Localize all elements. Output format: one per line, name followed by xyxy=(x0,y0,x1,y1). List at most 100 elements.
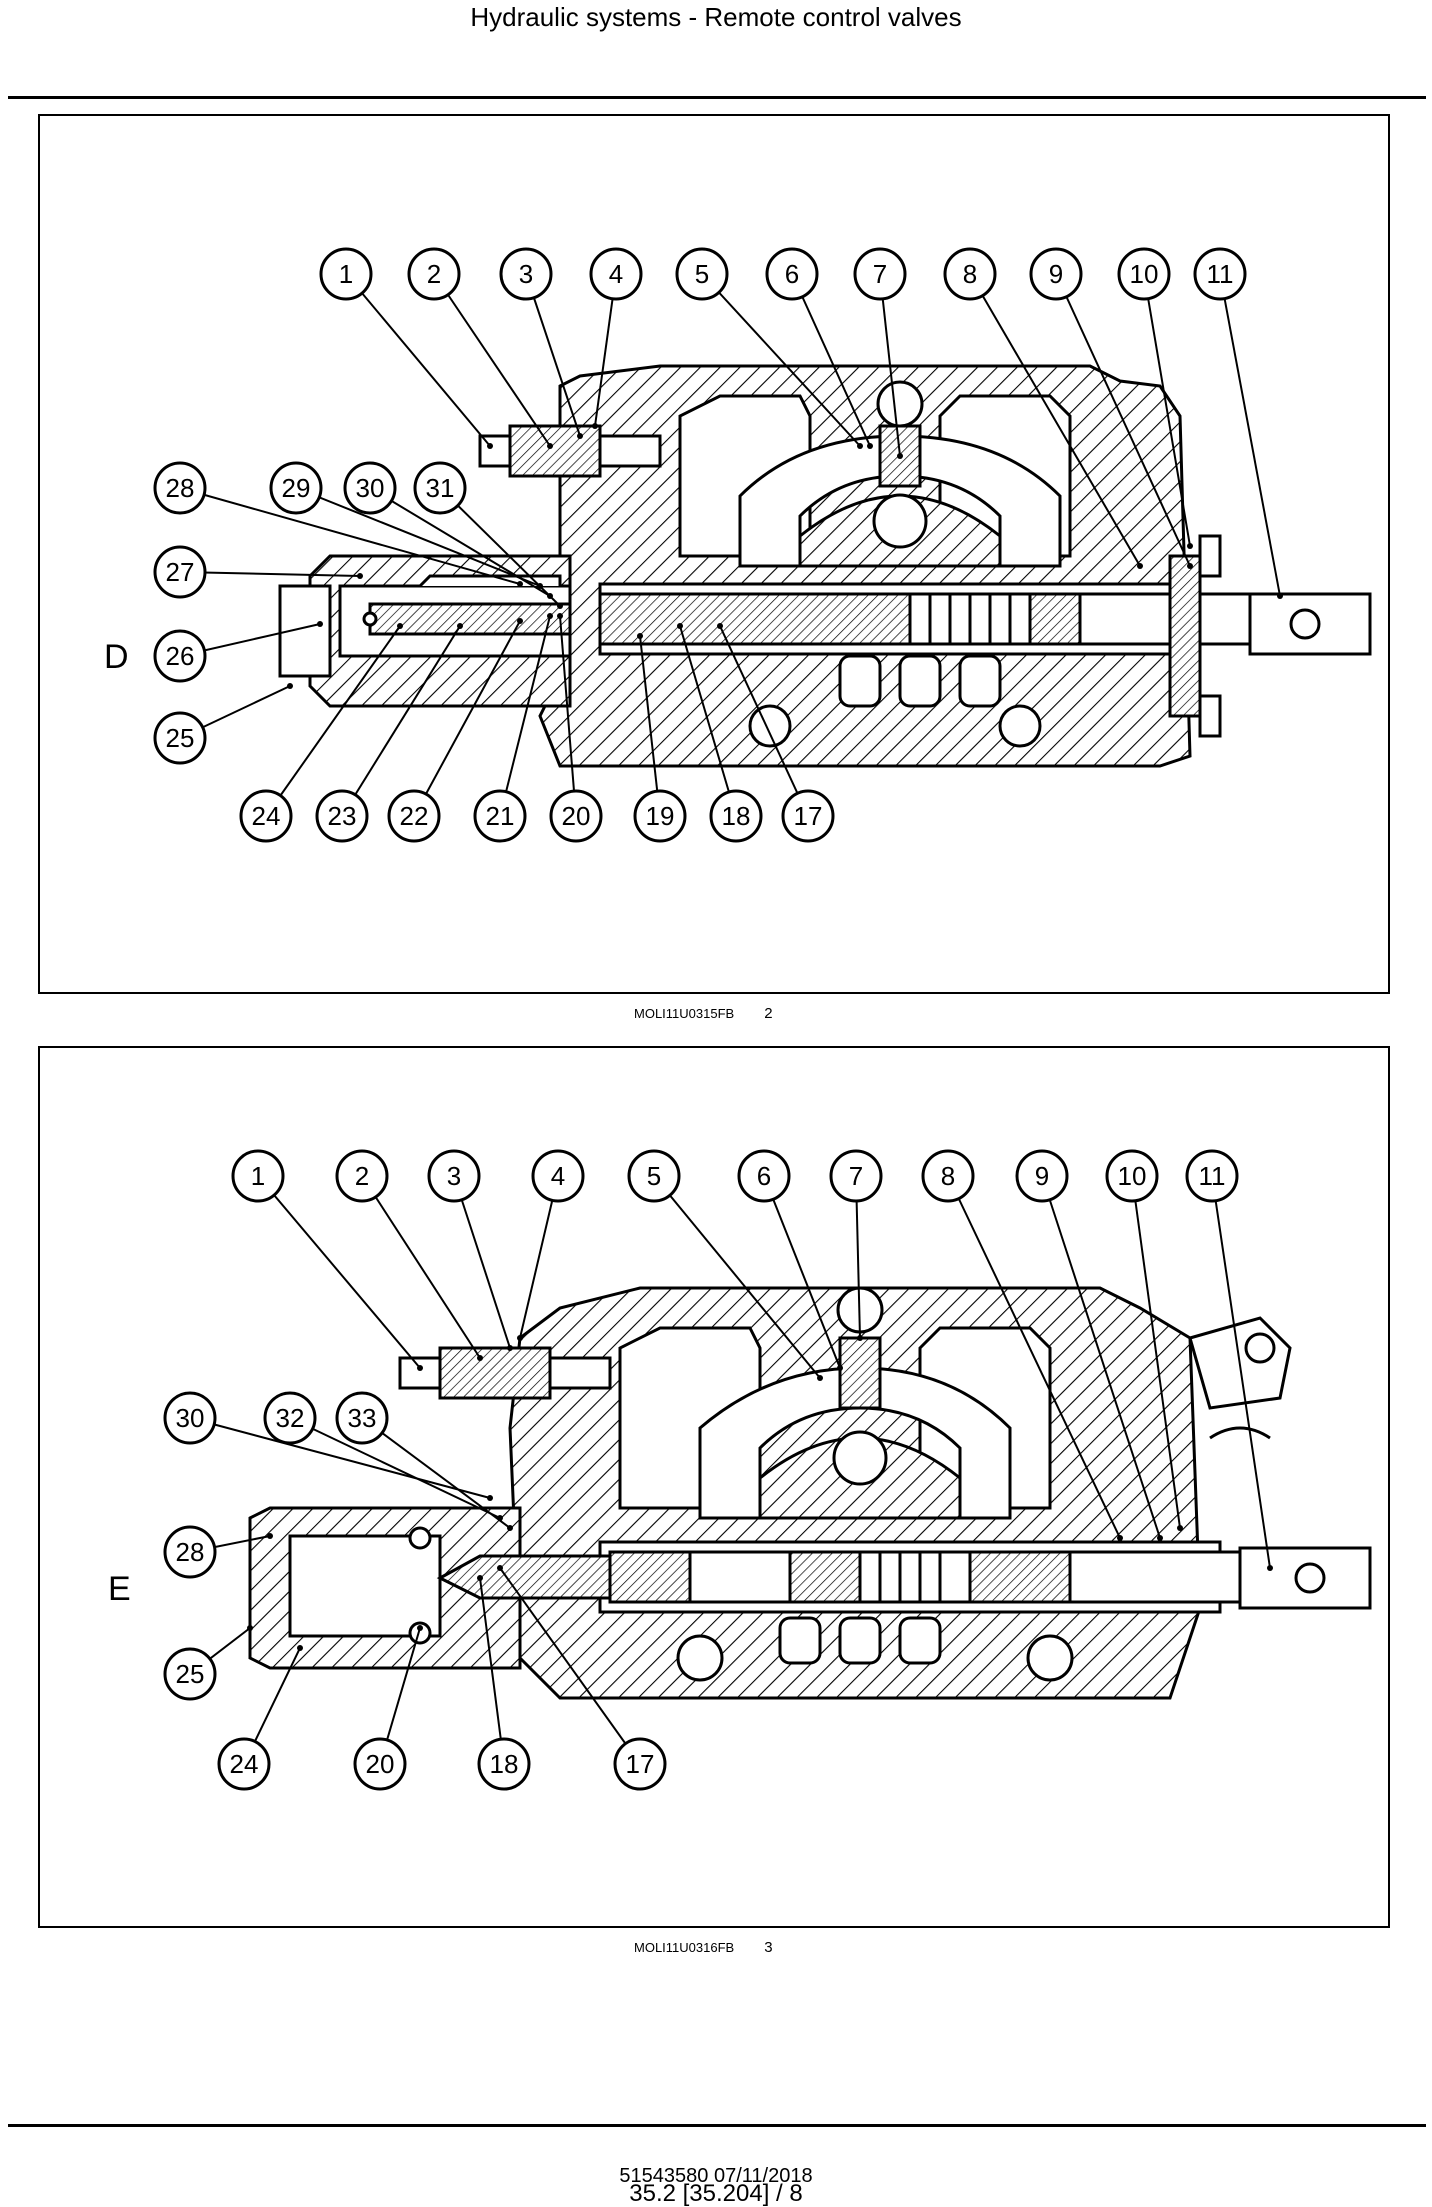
callout-label: 2 xyxy=(427,259,441,289)
callout-label: 20 xyxy=(366,1749,395,1779)
callout-label: 3 xyxy=(519,259,533,289)
callout-bottom-23: 23 xyxy=(315,623,463,843)
callout-label: 4 xyxy=(609,259,623,289)
callout-top-1: 1 xyxy=(231,1149,423,1371)
callout-label: 6 xyxy=(785,259,799,289)
callout-label: 4 xyxy=(551,1161,565,1191)
callout-label: 8 xyxy=(963,259,977,289)
callout-label: 24 xyxy=(230,1749,259,1779)
callout-mid-29: 29 xyxy=(269,461,543,589)
callout-label: 17 xyxy=(794,801,823,831)
callout-label: 9 xyxy=(1035,1161,1049,1191)
callout-top-2: 2 xyxy=(335,1149,483,1361)
callout-mid-32: 32 xyxy=(263,1391,503,1521)
callout-mid-31: 31 xyxy=(413,461,563,609)
callout-bottom-24: 24 xyxy=(217,1645,303,1791)
page-header: Hydraulic systems - Remote control valve… xyxy=(470,2,962,32)
figure-2-image-code: MOLI11U0315FB xyxy=(634,1006,735,1021)
callout-label: 6 xyxy=(757,1161,771,1191)
callout-top-6: 6 xyxy=(737,1149,843,1371)
callout-top-2: 2 xyxy=(407,247,553,449)
callout-label: 7 xyxy=(849,1161,863,1191)
figure-3-number: 3 xyxy=(764,1939,773,1956)
callout-top-1: 1 xyxy=(319,247,493,449)
callout-top-5: 5 xyxy=(675,247,863,449)
callout-top-3: 3 xyxy=(499,247,583,439)
callout-bottom-18: 18 xyxy=(477,1575,531,1791)
callout-left-28: 28 xyxy=(163,1525,273,1579)
callout-label: 23 xyxy=(328,801,357,831)
callout-bottom-20: 20 xyxy=(353,1625,423,1791)
callout-bottom-17: 17 xyxy=(497,1565,667,1791)
callout-top-10: 10 xyxy=(1105,1149,1183,1531)
callout-top-8: 8 xyxy=(921,1149,1123,1541)
callout-label: 17 xyxy=(626,1749,655,1779)
callout-label: 32 xyxy=(276,1403,305,1433)
callout-bottom-21: 21 xyxy=(473,613,553,843)
header-divider xyxy=(8,96,1426,99)
callout-label: 18 xyxy=(490,1749,519,1779)
callout-top-9: 9 xyxy=(1015,1149,1163,1541)
callout-label: 5 xyxy=(695,259,709,289)
callout-label: 22 xyxy=(400,801,429,831)
callout-left-25: 25 xyxy=(163,1625,253,1701)
callout-label: 21 xyxy=(486,801,515,831)
footer-divider xyxy=(8,2124,1426,2127)
callout-top-7: 7 xyxy=(853,247,907,459)
callout-left-27: 27 xyxy=(153,545,363,599)
footer-page-reference: 35.2 [35.204] / 8 xyxy=(629,2180,803,2207)
callout-top-10: 10 xyxy=(1117,247,1193,549)
callout-mid-33: 33 xyxy=(335,1391,513,1531)
callout-label: 30 xyxy=(176,1403,205,1433)
callout-left-28: 28 xyxy=(153,461,523,587)
callout-left-30: 30 xyxy=(163,1391,493,1501)
callout-mid-30: 30 xyxy=(343,461,553,599)
figure-2-caption: MOLI11U0315FB 2 xyxy=(634,1006,773,1022)
callout-label: 20 xyxy=(562,801,591,831)
callout-label: 8 xyxy=(941,1161,955,1191)
callout-label: 1 xyxy=(339,259,353,289)
figure-2-number: 2 xyxy=(764,1005,773,1022)
callout-label: 29 xyxy=(282,473,311,503)
callout-label: 10 xyxy=(1130,259,1159,289)
callout-top-8: 8 xyxy=(943,247,1143,569)
callout-top-4: 4 xyxy=(517,1149,585,1341)
callout-top-9: 9 xyxy=(1029,247,1193,569)
callout-top-6: 6 xyxy=(765,247,873,449)
callout-label: 19 xyxy=(646,801,675,831)
figure-3-image-code: MOLI11U0316FB xyxy=(634,1940,735,1955)
callout-label: 33 xyxy=(348,1403,377,1433)
callout-label: 2 xyxy=(355,1161,369,1191)
view-letter: E xyxy=(108,1570,131,1608)
callout-label: 3 xyxy=(447,1161,461,1191)
callout-bottom-17: 17 xyxy=(717,623,835,843)
callout-label: 26 xyxy=(166,641,195,671)
callout-bottom-24: 24 xyxy=(239,623,403,843)
callout-label: 7 xyxy=(873,259,887,289)
figure-3-caption: MOLI11U0316FB 3 xyxy=(634,1940,773,1956)
callout-bottom-18: 18 xyxy=(677,623,763,843)
callout-top-5: 5 xyxy=(627,1149,823,1381)
callout-label: 27 xyxy=(166,557,195,587)
callout-label: 25 xyxy=(176,1659,205,1689)
callout-label: 28 xyxy=(176,1537,205,1567)
callout-label: 24 xyxy=(252,801,281,831)
callout-label: 1 xyxy=(251,1161,265,1191)
callout-label: 25 xyxy=(166,723,195,753)
callout-label: 30 xyxy=(356,473,385,503)
callout-left-25: 25 xyxy=(153,683,293,765)
valve-body-section xyxy=(278,364,1372,768)
callout-top-4: 4 xyxy=(589,247,643,429)
callout-label: 9 xyxy=(1049,259,1063,289)
callout-label: 5 xyxy=(647,1161,661,1191)
callout-label: 11 xyxy=(1207,259,1234,289)
callout-bottom-19: 19 xyxy=(633,633,687,843)
view-letter: D xyxy=(104,638,129,676)
callout-top-11: 11 xyxy=(1193,247,1283,599)
callout-label: 28 xyxy=(166,473,195,503)
callout-top-3: 3 xyxy=(427,1149,513,1351)
callout-bottom-22: 22 xyxy=(387,618,523,843)
